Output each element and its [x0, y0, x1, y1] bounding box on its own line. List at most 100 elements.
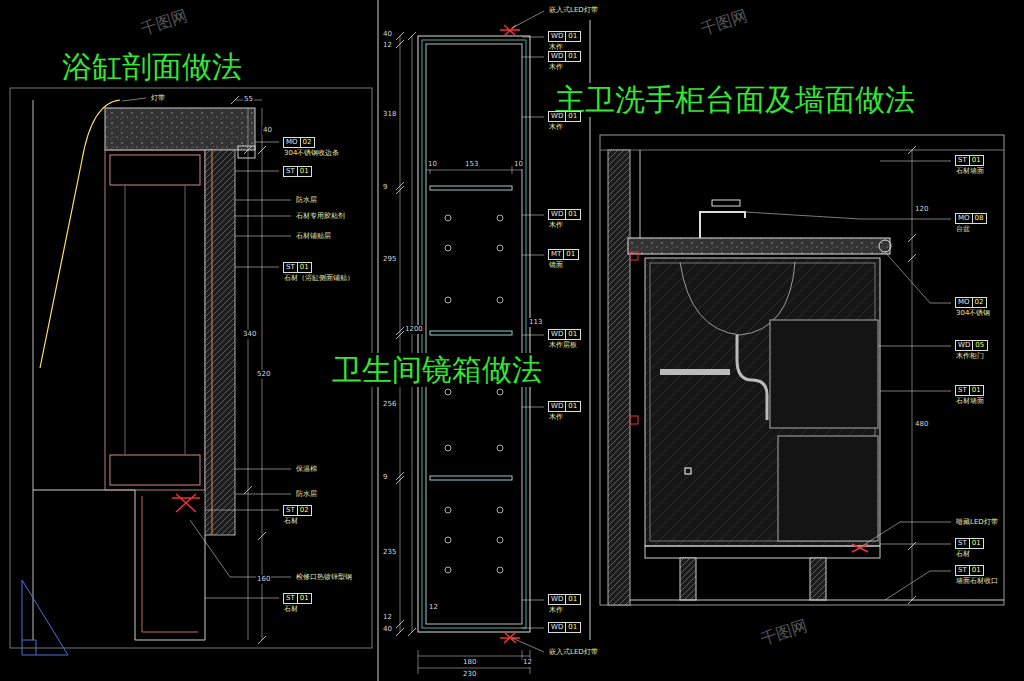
material-code: MO [956, 214, 973, 223]
material-number: 02 [298, 506, 311, 515]
material-number: 01 [566, 595, 579, 604]
leader-note: 检修口热镀锌型钢 [295, 573, 353, 582]
material-callout-tag: WD01 [548, 622, 581, 633]
dimension-text: 235 [382, 548, 397, 557]
leader-note: 嵌入式LED灯带 [548, 6, 599, 15]
dimension-text: 9 [382, 183, 388, 192]
material-callout-tag: WD01 [548, 209, 581, 220]
material-callout-tag: WD01 [548, 594, 581, 605]
leader-note: 木作 [548, 413, 564, 422]
dimension-text: 12 [522, 658, 533, 667]
material-callout-tag: ST01 [283, 262, 312, 273]
material-callout-tag: WD01 [548, 111, 581, 122]
dimension-text: 12 [382, 613, 393, 622]
dimension-text: 55 [243, 95, 254, 104]
dimension-text: 40 [382, 625, 393, 634]
material-code: WD [549, 623, 566, 632]
bathtub-section [10, 88, 372, 655]
material-code: MO [956, 298, 973, 307]
material-code: ST [956, 386, 970, 395]
leader-note: 嵌入式LED灯带 [548, 648, 599, 657]
material-code: ST [284, 167, 298, 176]
leader-note: 木作柜门 [955, 352, 985, 361]
dimension-text: 40 [382, 30, 393, 39]
material-number: 01 [566, 52, 579, 61]
material-code: WD [549, 52, 566, 61]
dimension-text: 295 [382, 255, 397, 264]
material-number: 01 [970, 386, 983, 395]
material-code: WD [549, 402, 566, 411]
material-code: MT [549, 250, 564, 259]
watermark: 千图网 [138, 7, 189, 39]
dimension-text: 113 [528, 318, 543, 327]
material-code: WD [549, 595, 566, 604]
watermark: 千图网 [758, 617, 809, 649]
material-callout-tag: WD01 [548, 31, 581, 42]
dimension-text: 120 [914, 205, 929, 214]
dimension-text: 160 [256, 575, 271, 584]
leader-note: 镜面 [548, 261, 564, 270]
material-number: 08 [973, 214, 986, 223]
leader-note: 木作 [548, 221, 564, 230]
leader-note: 木作 [548, 606, 564, 615]
leader-note: 石材（浴缸侧面铺贴） [283, 274, 355, 283]
dimension-text: 520 [256, 370, 271, 379]
leader-note: 木作层板 [548, 341, 578, 350]
leader-note: 石材 [283, 517, 299, 526]
material-code: ST [956, 539, 970, 548]
material-number: 01 [970, 539, 983, 548]
leader-note: 墙面石材收口 [955, 577, 999, 586]
section-title: 浴缸剖面做法 [60, 50, 244, 84]
material-callout-tag: WD01 [548, 51, 581, 62]
material-number: 01 [566, 402, 579, 411]
material-code: ST [284, 506, 298, 515]
leader-note: 防水层 [295, 196, 318, 205]
material-number: 01 [298, 167, 311, 176]
section-title: 主卫洗手柜台面及墙面做法 [553, 83, 917, 117]
section-title: 卫生间镜箱做法 [330, 353, 544, 387]
material-callout-tag: ST01 [283, 166, 312, 177]
material-callout-tag: MO02 [283, 137, 315, 148]
material-callout-tag: WD01 [548, 401, 581, 412]
material-callout-tag: MO02 [955, 297, 987, 308]
material-code: WD [956, 341, 973, 350]
leader-note: 暗藏LED灯带 [955, 518, 999, 527]
material-number: 01 [298, 594, 311, 603]
material-number: 01 [970, 566, 983, 575]
dimension-text: 1200 [404, 325, 424, 334]
material-code: MO [284, 138, 301, 147]
material-code: ST [284, 594, 298, 603]
dimension-text: 12 [382, 41, 393, 50]
leader-note: 防水层 [295, 490, 318, 499]
dimension-text: 480 [914, 420, 929, 429]
material-callout-tag: ST01 [955, 155, 984, 166]
leader-note: 石材 [955, 550, 971, 559]
leader-note: 木作 [548, 63, 564, 72]
material-number: 05 [973, 341, 986, 350]
leader-note: 304不锈钢 [955, 309, 991, 318]
dimension-text: 340 [242, 330, 257, 339]
material-code: WD [549, 210, 566, 219]
dimension-text: 180 [462, 658, 477, 667]
dimension-text: 10 [427, 160, 438, 169]
material-number: 01 [566, 210, 579, 219]
material-number: 02 [973, 298, 986, 307]
leader-note: 灯带 [150, 94, 166, 103]
material-number: 01 [566, 32, 579, 41]
dimension-text: 230 [462, 670, 477, 679]
material-number: 01 [298, 263, 311, 272]
material-number: 02 [301, 138, 314, 147]
dimension-text: 318 [382, 110, 397, 119]
dimension-text: 153 [464, 160, 479, 169]
material-code: WD [549, 330, 566, 339]
material-callout-tag: ST02 [283, 505, 312, 516]
material-number: 01 [566, 623, 579, 632]
leader-note: 保温棉 [295, 465, 318, 474]
watermark: 千图网 [698, 7, 749, 39]
material-number: 01 [564, 250, 577, 259]
material-callout-tag: WD01 [548, 329, 581, 340]
leader-note: 石材墙面 [955, 397, 985, 406]
material-code: ST [956, 566, 970, 575]
leader-note: 台盆 [955, 225, 971, 234]
dimension-text: 10 [513, 160, 524, 169]
